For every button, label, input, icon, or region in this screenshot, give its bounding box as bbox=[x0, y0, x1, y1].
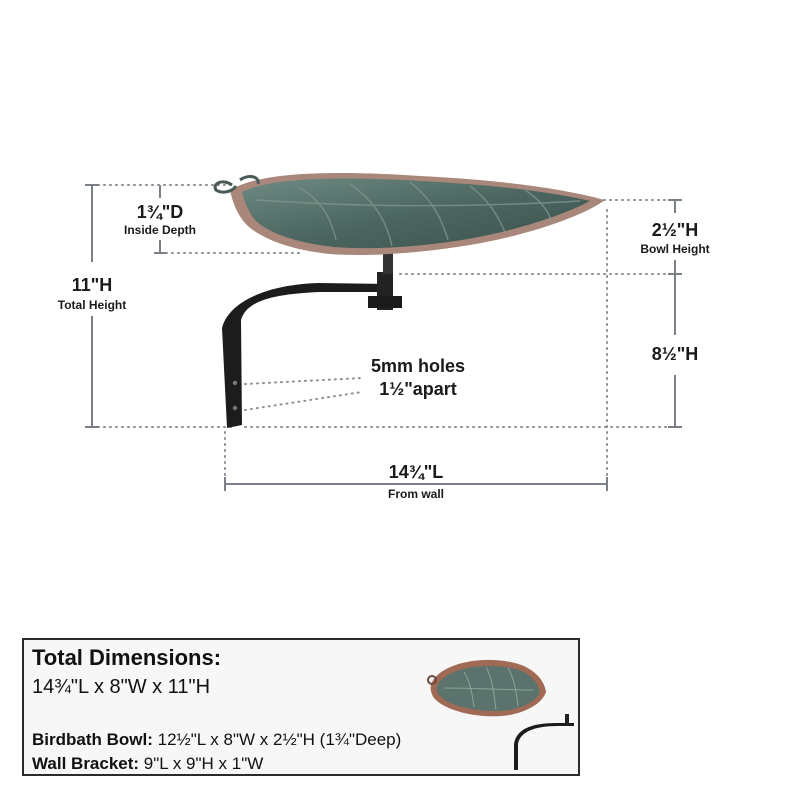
bowl-height-value: 2½"H bbox=[651, 220, 699, 240]
summary-bracket-row: Wall Bracket: 9"L x 9"H x 1"W bbox=[32, 754, 263, 774]
length-value: 14¾"L bbox=[388, 462, 444, 482]
summary-title: Total Dimensions: bbox=[32, 645, 222, 670]
bracket-height-value: 8½"H bbox=[651, 344, 699, 364]
thumbnail-leaf-bowl bbox=[427, 659, 546, 717]
summary-bowl-value: 12½"L x 8"W x 2½"H (1¾"Deep) bbox=[152, 730, 402, 749]
wall-bracket bbox=[222, 252, 402, 428]
guide-lines bbox=[91, 184, 683, 481]
summary-total: 14¾"L x 8"W x 11"H bbox=[32, 676, 211, 698]
dimension-lines bbox=[85, 184, 682, 491]
summary-bowl-label: Birdbath Bowl: bbox=[32, 730, 153, 749]
summary-bowl-row: Birdbath Bowl: 12½"L x 8"W x 2½"H (1¾"De… bbox=[32, 730, 401, 750]
inside-depth-value: 1¾"D bbox=[136, 202, 184, 222]
holes-note-line2: 1½"apart bbox=[379, 379, 457, 399]
thumbnail-bracket bbox=[514, 714, 574, 770]
total-height-value: 11"H bbox=[71, 275, 113, 295]
total-height-caption: Total Height bbox=[57, 298, 127, 312]
length-caption: From wall bbox=[387, 487, 444, 501]
summary-bracket-label: Wall Bracket: bbox=[32, 754, 140, 773]
birdbath-bowl bbox=[213, 172, 605, 255]
bowl-height-caption: Bowl Height bbox=[640, 242, 710, 256]
product-thumbnail bbox=[427, 659, 574, 770]
inside-depth-caption: Inside Depth bbox=[123, 223, 196, 237]
summary-bracket-value: 9"L x 9"H x 1"W bbox=[139, 754, 264, 773]
holes-note-line1: 5mm holes bbox=[370, 356, 466, 376]
dimensions-summary-box: Total Dimensions: 14¾"L x 8"W x 11"H Bir… bbox=[22, 638, 580, 776]
